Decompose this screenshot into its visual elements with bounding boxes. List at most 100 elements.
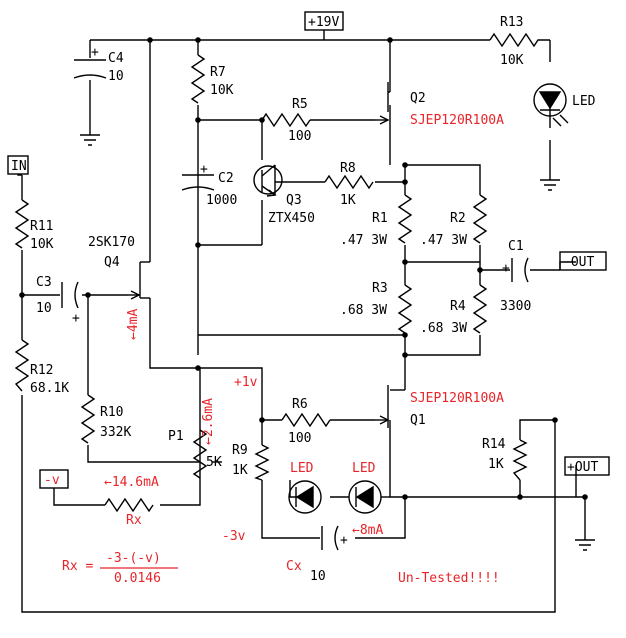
r11-symbol: [14, 199, 30, 249]
wires: [21, 39, 586, 613]
p1-value: 5K: [206, 455, 222, 470]
r13-value: 10K: [500, 53, 524, 68]
r10-name: R10: [100, 405, 123, 420]
junctions: [19, 37, 588, 500]
r5-value: 100: [288, 129, 311, 144]
r7-name: R7: [210, 65, 226, 80]
formula-denominator: 0.0146: [114, 571, 161, 586]
c1-name: C1: [508, 239, 524, 254]
led1-label: LED: [290, 461, 314, 476]
svg-text:+: +: [91, 45, 99, 60]
in-port-label: IN: [11, 159, 27, 174]
q3-name: Q3: [286, 193, 302, 208]
annotation-plus1v: +1v: [234, 375, 258, 390]
c4-value: 10: [108, 69, 124, 84]
r11-name: R11: [30, 219, 53, 234]
annotation-rx-current: ←14.6mA: [104, 475, 159, 490]
c2-name: C2: [218, 171, 234, 186]
q4-name: Q4: [104, 255, 120, 270]
r9-value: 1K: [232, 463, 248, 478]
r14-value: 1K: [488, 457, 504, 472]
untested-note: Un-Tested!!!!: [398, 571, 500, 586]
q1-name: Q1: [410, 413, 426, 428]
capacitor-plus-signs: + + + + +: [72, 45, 510, 548]
annotation-minus3v: -3v: [222, 529, 246, 544]
r7-symbol: [190, 54, 206, 104]
annotation-p1-current: ←2.6mA: [201, 398, 216, 445]
r9-name: R9: [232, 443, 248, 458]
r6-value: 100: [288, 431, 311, 446]
r3-symbol: [397, 284, 413, 334]
c1-value: 3300: [500, 299, 531, 314]
r8-value: 1K: [340, 193, 356, 208]
c3-name: C3: [36, 275, 52, 290]
vplus-label: +19V: [308, 15, 339, 30]
r3-name: R3: [372, 281, 388, 296]
cx-name: Cx: [286, 559, 302, 574]
r10-symbol: [80, 394, 96, 444]
ground-icon: [540, 179, 560, 191]
formula-lhs: Rx =: [62, 559, 93, 574]
led-top-label: LED: [572, 94, 596, 109]
r12-value: 68.1K: [30, 381, 69, 396]
svg-text:+: +: [340, 533, 348, 548]
q4-part: 2SK170: [88, 235, 135, 250]
svg-text:+: +: [502, 261, 510, 276]
r14-name: R14: [482, 437, 506, 452]
led-symbols: [288, 83, 569, 514]
cx-value: 10: [310, 569, 326, 584]
r8-symbol: [324, 174, 374, 190]
ground-icon: [80, 134, 100, 146]
transistor-symbols: [128, 115, 390, 428]
r3-value: .68 3W: [340, 303, 387, 318]
r2-name: R2: [450, 211, 466, 226]
r11-value: 10K: [30, 237, 54, 252]
resistor-symbols: [14, 32, 550, 513]
annotation-q4-current: ←4mA: [126, 309, 141, 340]
r2-symbol: [472, 194, 488, 244]
r4-value: .68 3W: [420, 321, 467, 336]
r5-symbol: [261, 112, 311, 128]
r6-name: R6: [292, 397, 308, 412]
ground-icon: [575, 539, 595, 551]
r1-symbol: [397, 194, 413, 244]
c4-name: C4: [108, 51, 124, 66]
r4-symbol: [472, 284, 488, 334]
r4-name: R4: [450, 299, 466, 314]
annotation-led-current: ←8mA: [352, 523, 383, 538]
r10-value: 332K: [100, 425, 131, 440]
c2-value: 1000: [206, 193, 237, 208]
r9-symbol: [254, 444, 270, 481]
rx-symbol: [104, 497, 154, 513]
out-pos-port-label: +OUT: [567, 460, 598, 475]
capacitor-symbols: [61, 59, 529, 551]
r14-symbol: [512, 439, 528, 481]
r13-name: R13: [500, 15, 523, 30]
q3-part: ZTX450: [268, 211, 315, 226]
r13-symbol: [489, 32, 550, 48]
r1-name: R1: [372, 211, 388, 226]
r1-value: .47 3W: [340, 233, 387, 248]
q1-part: SJEP120R100A: [410, 391, 504, 406]
q2-part: SJEP120R100A: [410, 113, 504, 128]
r6-symbol: [281, 412, 331, 428]
ground-symbols: [80, 134, 595, 551]
p1-symbol: [192, 429, 208, 479]
r8-name: R8: [340, 161, 356, 176]
r12-name: R12: [30, 363, 53, 378]
q2-name: Q2: [410, 91, 426, 106]
r12-symbol: [14, 339, 30, 392]
r7-value: 10K: [210, 83, 234, 98]
svg-text:+: +: [72, 311, 80, 326]
formula-numerator: -3-(-v): [106, 551, 161, 566]
r5-name: R5: [292, 97, 308, 112]
svg-text:+: +: [200, 162, 208, 177]
p1-name: P1: [168, 429, 184, 444]
led2-label: LED: [352, 461, 376, 476]
labels: +19V IN −OUT +OUT -v C4 10 R7 10K R13 10…: [11, 15, 598, 586]
port-boxes: [7, 11, 610, 506]
r2-value: .47 3W: [420, 233, 467, 248]
rx-name: Rx: [126, 513, 142, 528]
vneg-port-label: -v: [44, 473, 60, 488]
